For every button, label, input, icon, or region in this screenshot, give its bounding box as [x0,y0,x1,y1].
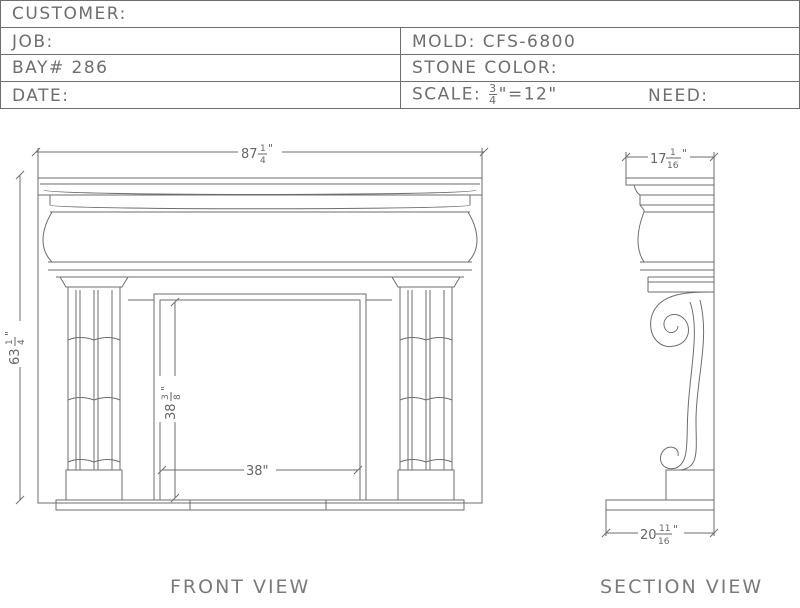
opening-height-num: 3 [161,394,171,400]
title-block-grid [0,0,800,109]
overall-width-den: 4 [260,156,266,166]
job-label: JOB: [12,32,54,52]
section-view-drawing [601,152,719,538]
overall-width-inch: " [268,142,273,155]
customer-label: CUSTOMER: [12,4,127,24]
top-depth-whole: 17 [650,152,667,167]
need-label: NEED: [648,86,709,106]
base-depth-num: 11 [659,524,670,534]
mold-label: MOLD: CFS-6800 [412,32,577,52]
title-block: CUSTOMER: JOB: BAY# 286 DATE: MOLD: CFS-… [0,0,800,110]
opening-height-den: 8 [173,394,183,400]
overall-height-whole: 63 [8,348,23,365]
base-depth-den: 16 [658,537,670,547]
scale-prefix: SCALE: [412,84,482,105]
opening-height-whole: 38 [164,403,179,420]
overall-height-inch: " [3,331,16,336]
opening-height-inch: " [159,386,172,391]
overall-width-num: 1 [260,144,266,154]
overall-width-whole: 87 [241,147,258,162]
scale-numerator: 3 [489,82,498,95]
front-view-drawing [15,147,489,511]
front-view-label: FRONT VIEW [170,576,311,598]
scale-fraction: 3 4 [489,82,498,107]
top-depth-inch: " [682,147,687,160]
overall-height-num: 1 [5,339,15,345]
overall-height-den: 4 [17,339,27,345]
top-depth-num: 1 [670,148,676,158]
bay-label: BAY# 286 [12,58,109,78]
base-depth-inch: " [673,523,678,536]
top-depth-den: 16 [667,161,679,171]
stone-color-label: STONE COLOR: [412,58,558,78]
opening-width: 38" [246,464,269,479]
date-label: DATE: [12,86,70,106]
fraction-bar [489,94,498,95]
section-view-label: SECTION VIEW [600,576,764,598]
scale-label: SCALE: 3 4 "=12" [412,82,558,107]
base-depth-whole: 20 [640,528,657,543]
scale-suffix: "=12" [498,84,558,105]
scale-denominator: 4 [489,94,498,107]
